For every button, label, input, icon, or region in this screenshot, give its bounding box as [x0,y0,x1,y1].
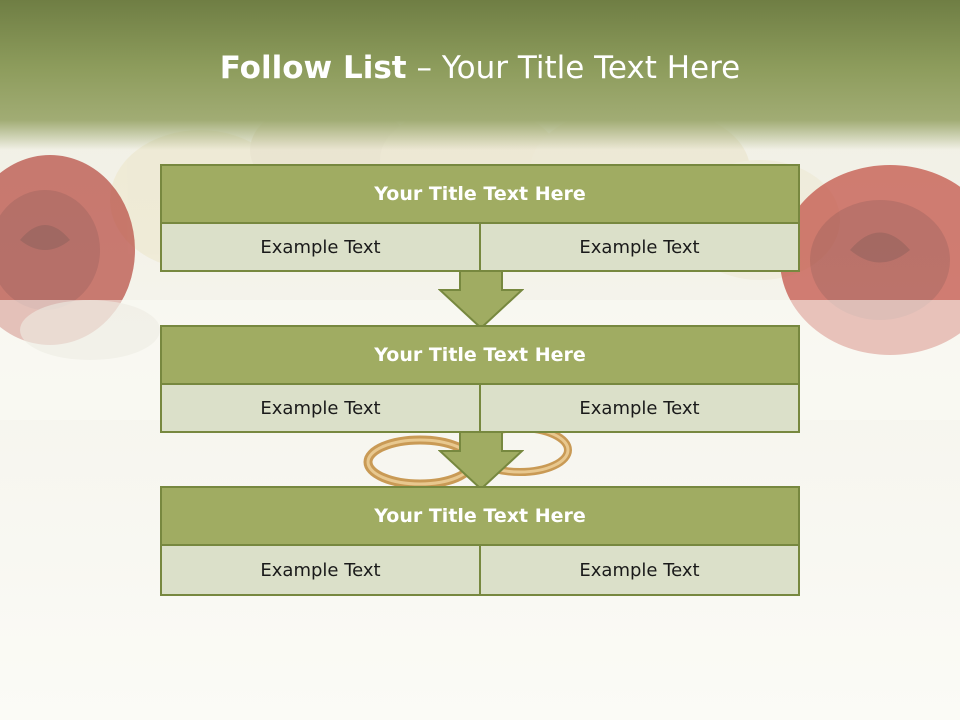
block-cell-left: Example Text [260,236,381,258]
block-title: Your Title Text Here [162,488,798,546]
block-row: Example Text Example Text [162,224,798,270]
list-block-1: Your Title Text Here Example Text Exampl… [160,164,800,272]
slide-title-strong: Follow List [219,50,407,86]
block-title: Your Title Text Here [162,166,798,224]
block-cell-left: Example Text [260,397,381,419]
down-arrow-icon [438,270,524,330]
down-arrow-icon [438,431,524,491]
block-title: Your Title Text Here [162,327,798,385]
slide-title: Follow List – Your Title Text Here [0,50,960,86]
block-cell-right: Example Text [479,224,798,270]
title-bar [0,0,960,150]
list-block-2: Your Title Text Here Example Text Exampl… [160,325,800,433]
block-cell-right: Example Text [479,385,798,431]
slide-title-rest: – Your Title Text Here [406,50,741,86]
block-row: Example Text Example Text [162,546,798,594]
block-cell-right: Example Text [479,546,798,594]
block-row: Example Text Example Text [162,385,798,431]
list-block-3: Your Title Text Here Example Text Exampl… [160,486,800,596]
block-cell-left: Example Text [260,559,381,581]
